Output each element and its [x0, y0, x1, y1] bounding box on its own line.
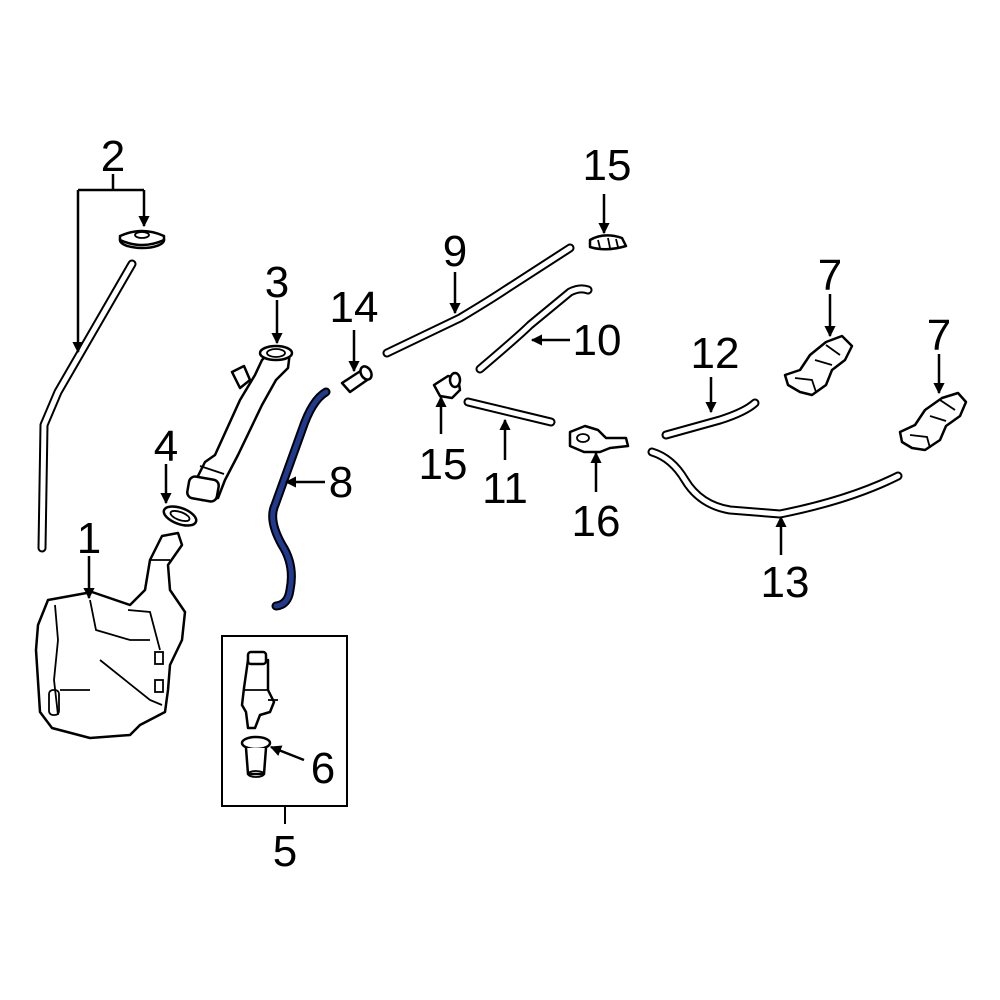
- part-2-cap: [118, 229, 166, 250]
- part-3-filler-pipe: [186, 344, 294, 503]
- part-8-hose-highlighted: [268, 387, 331, 611]
- part-11-hose: [463, 397, 556, 427]
- part-6-grommet: [240, 735, 272, 778]
- part-4-seal-ring: [162, 505, 198, 527]
- callout-6: 6: [311, 744, 335, 793]
- callout-9: 9: [443, 227, 467, 276]
- part-14-connector: [340, 365, 373, 394]
- callout-2: 2: [101, 132, 125, 181]
- leader-lines: [72, 174, 945, 762]
- part-1-reservoir-tank: [34, 531, 187, 740]
- callout-14: 14: [330, 283, 379, 332]
- callout-4: 4: [154, 422, 178, 471]
- part-5-washer-pump: [240, 650, 278, 730]
- part-7-nozzle-left: [783, 334, 854, 397]
- callout-16: 16: [572, 497, 621, 546]
- callout-8: 8: [329, 458, 353, 507]
- part-9-hose: [382, 243, 575, 358]
- part-16-check-valve: [568, 424, 630, 454]
- callout-labels: 1 2 3 4 5 6 7 7 8 9 10 11 12 13 14 15 15…: [77, 132, 951, 876]
- part-7-nozzle-right: [898, 391, 968, 452]
- part-13-hose: [647, 447, 903, 519]
- part-10-hose: [475, 284, 593, 374]
- callout-1: 1: [77, 514, 101, 563]
- callout-3: 3: [265, 258, 289, 307]
- part-15-elbow-connector: [432, 371, 462, 400]
- callout-7-right: 7: [927, 311, 951, 360]
- part-12-hose: [661, 398, 760, 440]
- callout-15-top: 15: [583, 141, 632, 190]
- part-5-box: [221, 635, 348, 824]
- callout-11: 11: [482, 464, 528, 513]
- callout-12: 12: [691, 329, 740, 378]
- callout-5: 5: [273, 827, 297, 876]
- part-2-filler-tube: [37, 259, 137, 553]
- callout-7-left: 7: [818, 251, 842, 300]
- part-15-clip-top: [588, 234, 628, 251]
- callout-15-lower: 15: [419, 440, 468, 489]
- callout-13: 13: [761, 558, 810, 607]
- callout-10: 10: [573, 316, 622, 365]
